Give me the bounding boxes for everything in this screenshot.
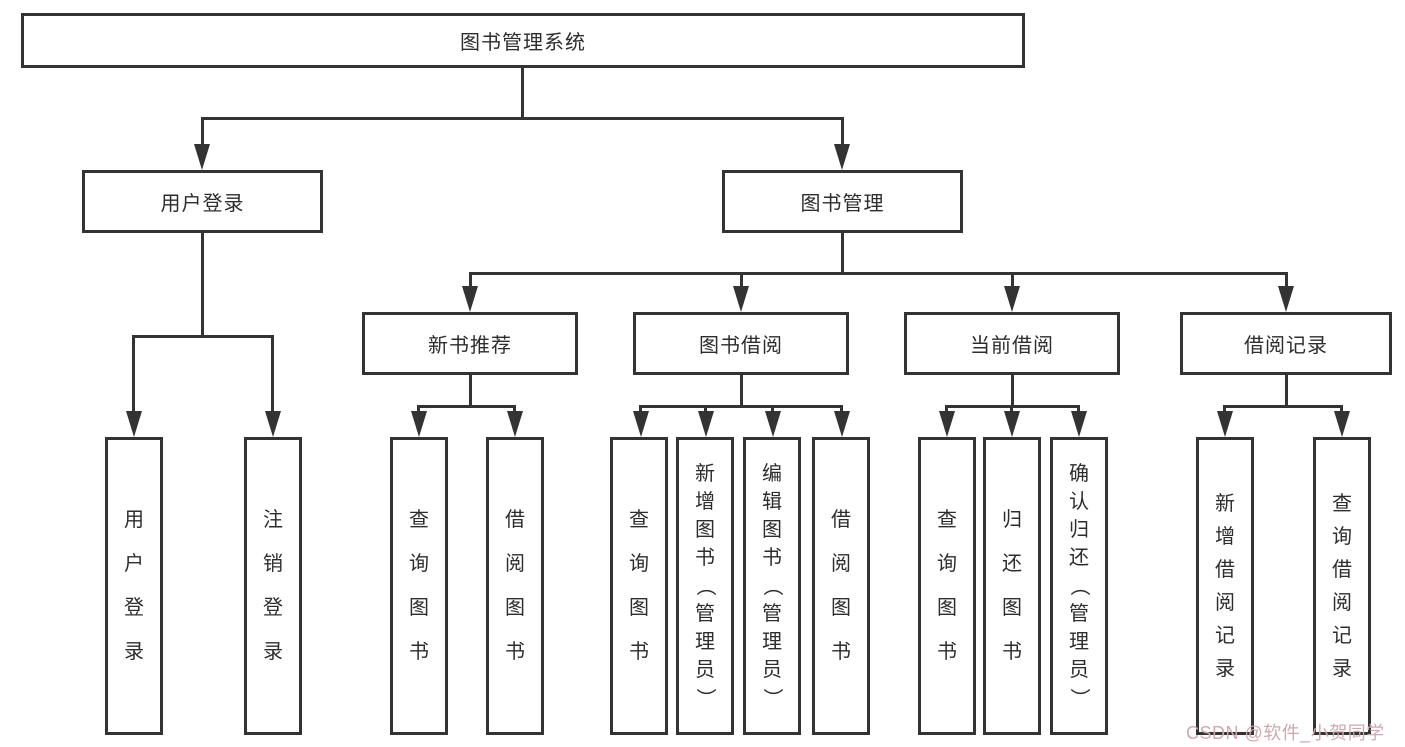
connector-drop: [841, 117, 844, 146]
arrowhead-icon: [733, 286, 749, 312]
connector-drop: [201, 117, 204, 146]
connector-rail: [639, 405, 843, 408]
connector-drop: [840, 405, 843, 414]
leaf-label: 新增借阅记录: [1215, 492, 1235, 680]
connector-drop: [1223, 405, 1226, 414]
node-label: 图书借阅: [699, 335, 783, 357]
leaf-logout: 注销登录: [244, 437, 302, 735]
arrowhead-icon: [265, 411, 281, 437]
node-book-borrowing: 图书借阅: [633, 312, 849, 375]
leaf-label: 用户登录: [124, 509, 144, 663]
connector-level2-rail: [469, 272, 1288, 275]
connector-drop: [132, 335, 135, 413]
arrowhead-icon: [462, 286, 478, 312]
arrowhead-icon: [698, 411, 714, 437]
leaf-recommend-query-books: 查询图书: [390, 437, 448, 735]
leaf-label: 查询图书: [629, 509, 649, 663]
node-new-book-recommendation: 新书推荐: [362, 312, 578, 375]
leaf-label: 查询借阅记录: [1332, 492, 1352, 680]
arrowhead-icon: [411, 411, 427, 437]
arrowhead-icon: [1278, 286, 1294, 312]
connector-userlogin-rail: [132, 335, 274, 338]
arrowhead-icon: [834, 144, 850, 170]
leaf-label: 查询图书: [937, 509, 957, 663]
connector-root-vertical: [521, 68, 524, 120]
leaf-borrowing-borrow-books: 借阅图书: [812, 437, 870, 735]
leaf-borrowing-edit-books-admin: 编辑图书（管理员）: [743, 437, 801, 735]
node-label: 当前借阅: [970, 335, 1054, 357]
arrowhead-icon: [633, 411, 649, 437]
leaf-current-return-books: 归还图书: [983, 437, 1041, 735]
node-label: 图书管理系统: [460, 32, 586, 54]
connector-stub: [1285, 375, 1288, 406]
arrowhead-icon: [834, 411, 850, 437]
node-current-borrowing: 当前借阅: [904, 312, 1120, 375]
leaf-user-login: 用户登录: [105, 437, 163, 735]
connector-drop: [1340, 405, 1343, 414]
arrowhead-icon: [1217, 411, 1233, 437]
node-label: 图书管理: [800, 193, 885, 215]
leaf-label: 查询图书: [409, 509, 429, 663]
arrowhead-icon: [939, 411, 955, 437]
arrowhead-icon: [765, 411, 781, 437]
leaf-borrowing-add-books-admin: 新增图书（管理员）: [676, 437, 734, 735]
arrowhead-icon: [1004, 411, 1020, 437]
connector-drop: [469, 272, 472, 288]
leaf-borrowing-query-books: 查询图书: [610, 437, 668, 735]
leaf-current-query-books: 查询图书: [918, 437, 976, 735]
node-label: 借阅记录: [1244, 335, 1328, 357]
connector-drop: [1077, 405, 1080, 414]
node-user-login: 用户登录: [82, 170, 323, 233]
connector-drop: [639, 405, 642, 414]
connector-stub: [469, 375, 472, 406]
leaf-label: 确认归还（管理员）: [1068, 463, 1090, 708]
leaf-label: 归还图书: [1002, 509, 1022, 663]
leaf-records-query-record: 查询借阅记录: [1313, 437, 1371, 735]
node-borrowing-records: 借阅记录: [1180, 312, 1392, 375]
leaf-label: 借阅图书: [831, 509, 851, 663]
connector-stub: [1011, 375, 1014, 406]
node-label: 新书推荐: [428, 335, 512, 357]
arrowhead-icon: [1071, 411, 1087, 437]
node-label: 用户登录: [160, 193, 245, 215]
arrowhead-icon: [1004, 286, 1020, 312]
arrowhead-icon: [1334, 411, 1350, 437]
connector-drop: [271, 335, 274, 413]
leaf-label: 新增图书（管理员）: [694, 463, 716, 708]
connector-drop: [1010, 405, 1013, 414]
connector-drop: [704, 405, 707, 414]
leaf-recommend-borrow-books: 借阅图书: [486, 437, 544, 735]
connector-level1-rail: [201, 117, 844, 120]
leaf-label: 注销登录: [263, 509, 283, 663]
connector-drop: [945, 405, 948, 414]
arrowhead-icon: [194, 144, 210, 170]
leaf-label: 借阅图书: [505, 509, 525, 663]
arrowhead-icon: [126, 411, 142, 437]
connector-userlogin-vertical: [201, 233, 204, 338]
arrowhead-icon: [507, 411, 523, 437]
leaf-label: 编辑图书（管理员）: [761, 463, 783, 708]
connector-drop: [771, 405, 774, 414]
connector-rail: [1223, 405, 1343, 408]
connector-drop: [1285, 272, 1288, 288]
leaf-records-add-record: 新增借阅记录: [1196, 437, 1254, 735]
node-book-management: 图书管理: [722, 170, 963, 233]
connector-stub: [740, 375, 743, 406]
connector-drop: [513, 405, 516, 414]
connector-drop: [740, 272, 743, 288]
leaf-current-confirm-return-admin: 确认归还（管理员）: [1050, 437, 1108, 735]
connector-drop: [417, 405, 420, 414]
connector-rail: [417, 405, 516, 408]
connector-bookmgmt-vertical: [841, 233, 844, 275]
node-library-system: 图书管理系统: [21, 13, 1025, 68]
connector-drop: [1011, 272, 1014, 288]
watermark: CSDN @软件_小贺同学: [1186, 723, 1385, 743]
